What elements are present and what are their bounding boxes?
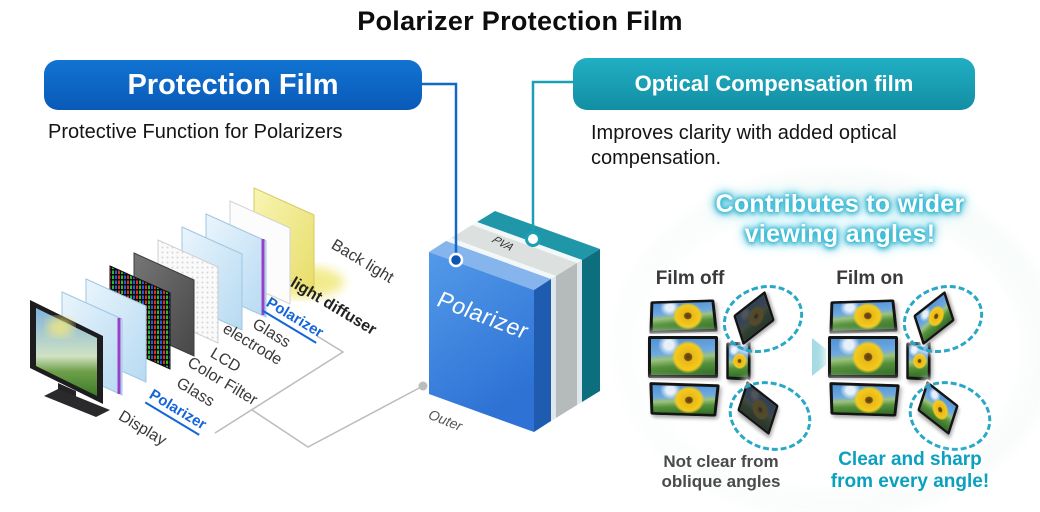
- film-on-label: Film on: [836, 268, 904, 289]
- protection-connector-dot: [448, 252, 464, 268]
- viewing-angles-headline-line2: viewing angles!: [744, 219, 936, 248]
- film-on-caption: Clear and sharp from every angle!: [815, 449, 1005, 494]
- polarizer-slab-front: [429, 252, 534, 432]
- polarizer-slab-top: [429, 241, 551, 290]
- optical-compensation-description: Improves clarity with added optical comp…: [591, 121, 897, 171]
- film-off-caption-line1: Not clear from: [663, 452, 779, 471]
- optical-compensation-description-line2: compensation.: [591, 147, 722, 169]
- white-sheet1-side: [551, 276, 556, 421]
- film-off-group: Film off: [648, 268, 821, 462]
- display-monitor: [30, 300, 110, 417]
- optical-compensation-description-line1: Improves clarity with added optical: [591, 122, 897, 144]
- film-off-screen-bottom: [649, 382, 720, 417]
- film-on-screen-bottom: [829, 382, 900, 417]
- viewing-angles-headline-line1: Contributes to wider: [715, 190, 965, 218]
- connector-dot: [418, 381, 428, 391]
- compensation-connector-ring: [525, 231, 541, 247]
- viewing-angles-headline: Contributes to wider viewing angles!: [640, 190, 1040, 249]
- film-on-screen-center: [828, 336, 898, 378]
- badge-connector-lines: [422, 80, 575, 268]
- monitor-stand-base: [44, 389, 110, 417]
- protection-connector-line: [422, 82, 458, 254]
- page-title: Polarizer Protection Film: [357, 6, 683, 36]
- optical-compensation-film-badge-label: Optical Compensation film: [634, 71, 914, 96]
- film-on-caption-line2: from every angle!: [830, 471, 990, 493]
- optical-compensation-film-badge: Optical Compensation film: [573, 58, 975, 110]
- gray-layer-top: [451, 225, 577, 276]
- protection-film-description: Protective Function for Polarizers: [48, 121, 343, 143]
- white-sheet1-top: [446, 238, 556, 279]
- film-off-label: Film off: [655, 268, 725, 289]
- compensation-connector-line: [531, 80, 575, 232]
- protection-film-badge-label: Protection Film: [127, 68, 339, 101]
- protection-film-badge: Protection Film: [44, 60, 422, 110]
- film-on-screen-top: [829, 299, 898, 334]
- film-off-caption: Not clear from oblique angles: [636, 452, 806, 492]
- film-on-group: Film on: [828, 268, 1001, 462]
- gray-layer-side: [556, 263, 577, 418]
- monitor-screen-sun: [47, 317, 73, 337]
- display-layer-stack: [61, 187, 315, 396]
- connector-line-lower: [251, 385, 424, 448]
- white-sheet2-side: [577, 260, 582, 405]
- pva-layer-side: [582, 249, 600, 402]
- polarizer-slab-side: [534, 279, 551, 432]
- film-off-screen-center: [648, 336, 718, 378]
- connector-line-upper: [214, 335, 345, 434]
- film-on-caption-line1: Clear and sharp: [838, 449, 982, 470]
- film-off-screen-top: [649, 299, 718, 334]
- polarizer-connector-lines: [214, 335, 424, 448]
- film-off-caption-line2: oblique angles: [661, 472, 781, 492]
